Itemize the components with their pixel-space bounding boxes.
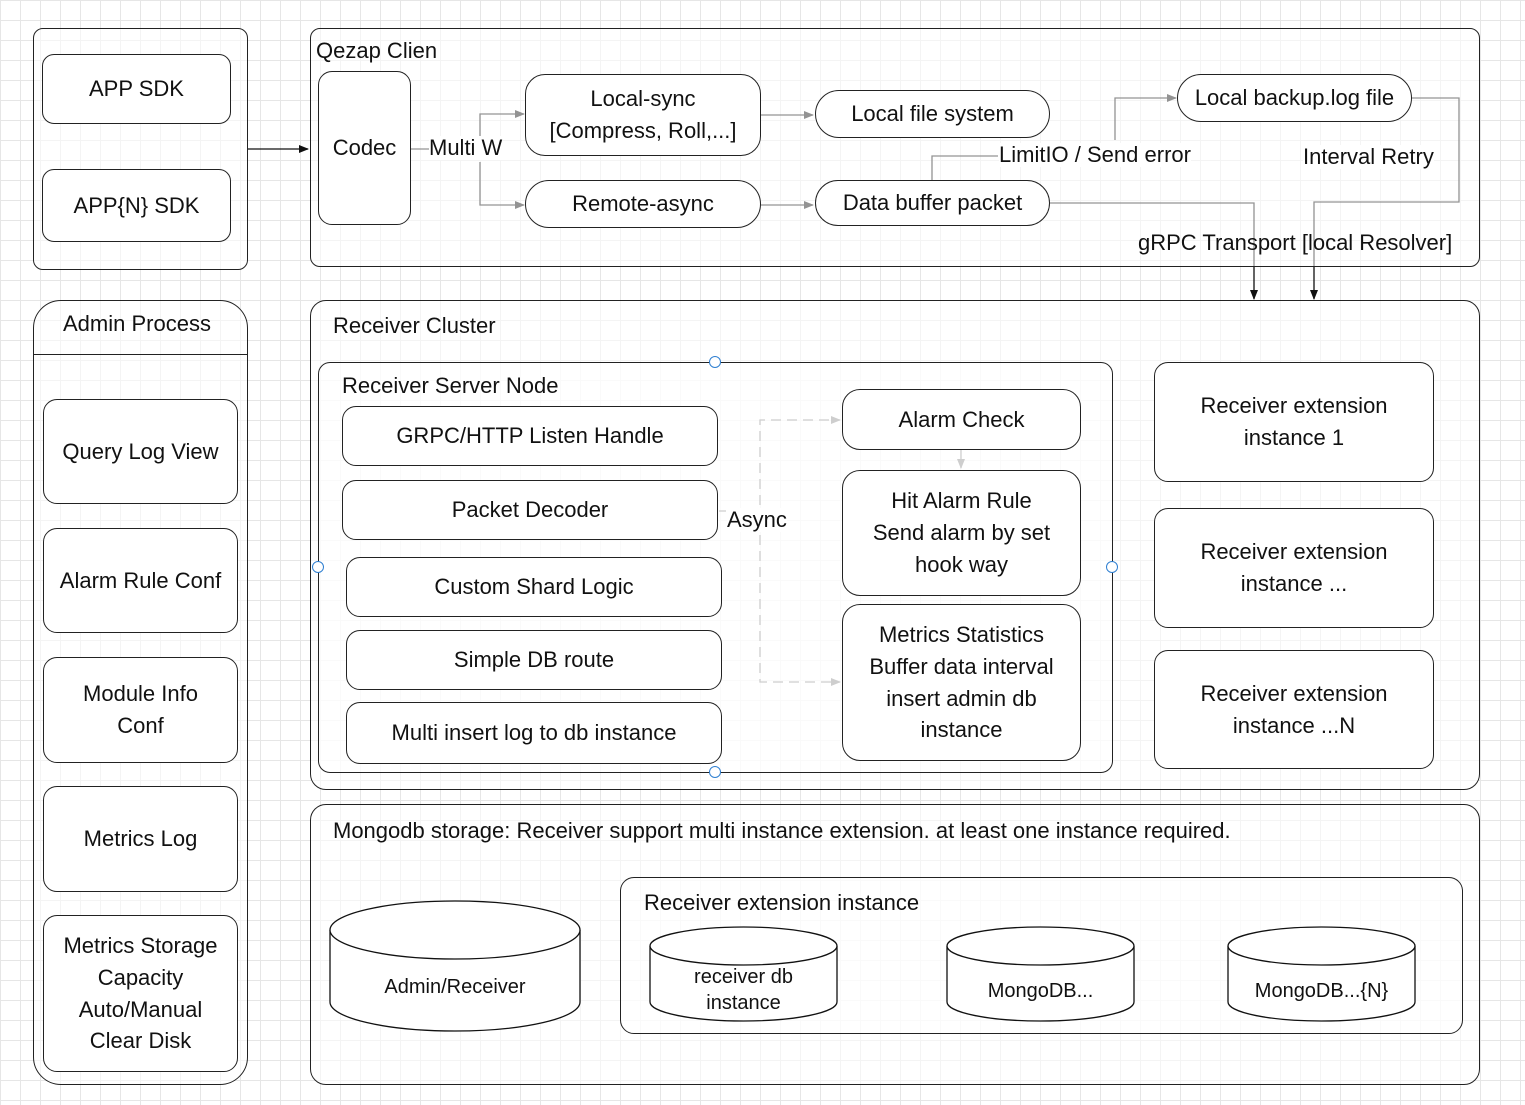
local-sync-label: Local-sync [Compress, Roll,...] [549, 86, 737, 143]
codec-box[interactable]: Codec [318, 71, 411, 225]
multi-insert-box[interactable]: Multi insert log to db instance [346, 702, 722, 764]
data-buffer-box[interactable]: Data buffer packet [815, 180, 1050, 226]
selection-handle-left[interactable] [312, 561, 324, 573]
local-sync-box[interactable]: Local-sync [Compress, Roll,...] [525, 74, 761, 156]
admin-item-label: Module Info Conf [83, 681, 198, 738]
data-buffer-label: Data buffer packet [842, 190, 1023, 216]
receiver-server-node-title: Receiver Server Node [342, 373, 559, 398]
client-group [310, 28, 1480, 267]
admin-item-label: Metrics Log [83, 826, 198, 852]
hit-alarm-rule-label: Hit Alarm Rule Send alarm by set hook wa… [872, 488, 1051, 577]
local-backup-label: Local backup.log file [1194, 85, 1395, 111]
pipeline-step-label: Multi insert log to db instance [391, 720, 677, 746]
app-sdk-box[interactable]: APP SDK [42, 54, 231, 124]
metrics-statistics-label: Metrics Statistics Buffer data interval … [869, 621, 1054, 743]
receiver-db-instance-label: receiver db instance [694, 966, 793, 1014]
mongodb-n-label: MongoDB...{N} [1254, 980, 1389, 1002]
receiver-db-instance-cylinder[interactable]: receiver db instance [649, 926, 838, 1023]
receiver-cluster-title: Receiver Cluster [333, 313, 496, 338]
custom-shard-logic-box[interactable]: Custom Shard Logic [346, 557, 722, 617]
multi-w-label: Multi W [429, 135, 503, 161]
receiver-extension-instance-mid[interactable]: Receiver extension instance ... [1154, 508, 1434, 628]
packet-decoder-box[interactable]: Packet Decoder [342, 480, 718, 540]
async-label: Async [727, 507, 787, 533]
grpc-http-listen-box[interactable]: GRPC/HTTP Listen Handle [342, 406, 718, 466]
selection-handle-top[interactable] [709, 356, 721, 368]
admin-metrics-storage[interactable]: Metrics Storage Capacity Auto/Manual Cle… [43, 915, 238, 1072]
admin-metrics-log[interactable]: Metrics Log [43, 786, 238, 892]
database-icon [649, 926, 838, 1022]
admin-module-info-conf[interactable]: Module Info Conf [43, 657, 238, 763]
simple-db-route-box[interactable]: Simple DB route [346, 630, 722, 690]
metrics-statistics-box[interactable]: Metrics Statistics Buffer data interval … [842, 604, 1081, 761]
database-icon [329, 900, 581, 1032]
local-file-system-box[interactable]: Local file system [815, 90, 1050, 138]
admin-item-label: Metrics Storage Capacity Auto/Manual Cle… [63, 932, 218, 1054]
mongodb-label: MongoDB... [987, 980, 1094, 1002]
codec-label: Codec [332, 135, 397, 161]
local-file-system-label: Local file system [851, 101, 1014, 127]
mongodb-storage-title: Mongodb storage: Receiver support multi … [333, 818, 1231, 843]
extension-label: Receiver extension instance 1 [1200, 393, 1388, 450]
database-icon [1227, 926, 1416, 1022]
database-icon [946, 926, 1135, 1022]
admin-header-divider [33, 354, 248, 355]
alarm-check-box[interactable]: Alarm Check [842, 389, 1081, 450]
extension-label: Receiver extension instance ...N [1200, 680, 1388, 738]
receiver-extension-instance-title: Receiver extension instance [644, 890, 920, 915]
admin-item-label: Alarm Rule Conf [59, 567, 222, 593]
admin-query-log-view[interactable]: Query Log View [43, 399, 238, 504]
admin-process-title: Admin Process [63, 311, 211, 336]
extension-label: Receiver extension instance ... [1200, 539, 1388, 596]
remote-async-label: Remote-async [572, 191, 714, 217]
interval-retry-label: Interval Retry [1303, 144, 1434, 170]
pipeline-step-label: Custom Shard Logic [434, 574, 634, 600]
pipeline-step-label: Simple DB route [453, 647, 615, 673]
mongodb-n-cylinder[interactable]: MongoDB...{N} [1227, 926, 1416, 1023]
hit-alarm-rule-box[interactable]: Hit Alarm Rule Send alarm by set hook wa… [842, 470, 1081, 596]
client-title: Qezap Clien [316, 38, 438, 63]
admin-item-label: Query Log View [62, 438, 219, 464]
selection-handle-right[interactable] [1106, 561, 1118, 573]
local-backup-box[interactable]: Local backup.log file [1177, 74, 1412, 122]
app-n-sdk-label: APP{N} SDK [73, 192, 200, 218]
receiver-extension-instance-1[interactable]: Receiver extension instance 1 [1154, 362, 1434, 482]
grpc-transport-label: gRPC Transport [local Resolver] [1138, 230, 1453, 255]
pipeline-step-label: GRPC/HTTP Listen Handle [396, 423, 664, 449]
app-n-sdk-box[interactable]: APP{N} SDK [42, 169, 231, 242]
pipeline-step-label: Packet Decoder [451, 497, 609, 523]
selection-handle-bottom[interactable] [709, 766, 721, 778]
limit-io-label: LimitIO / Send error [999, 142, 1191, 168]
remote-async-box[interactable]: Remote-async [525, 180, 761, 228]
receiver-extension-instance-n[interactable]: Receiver extension instance ...N [1154, 650, 1434, 769]
admin-alarm-rule-conf[interactable]: Alarm Rule Conf [43, 528, 238, 633]
admin-receiver-db-cylinder[interactable]: Admin/Receiver [329, 900, 581, 1032]
app-sdk-label: APP SDK [89, 76, 184, 102]
mongodb-cylinder[interactable]: MongoDB... [946, 926, 1135, 1023]
alarm-check-label: Alarm Check [898, 406, 1025, 432]
admin-receiver-db-label: Admin/Receiver [384, 976, 526, 998]
